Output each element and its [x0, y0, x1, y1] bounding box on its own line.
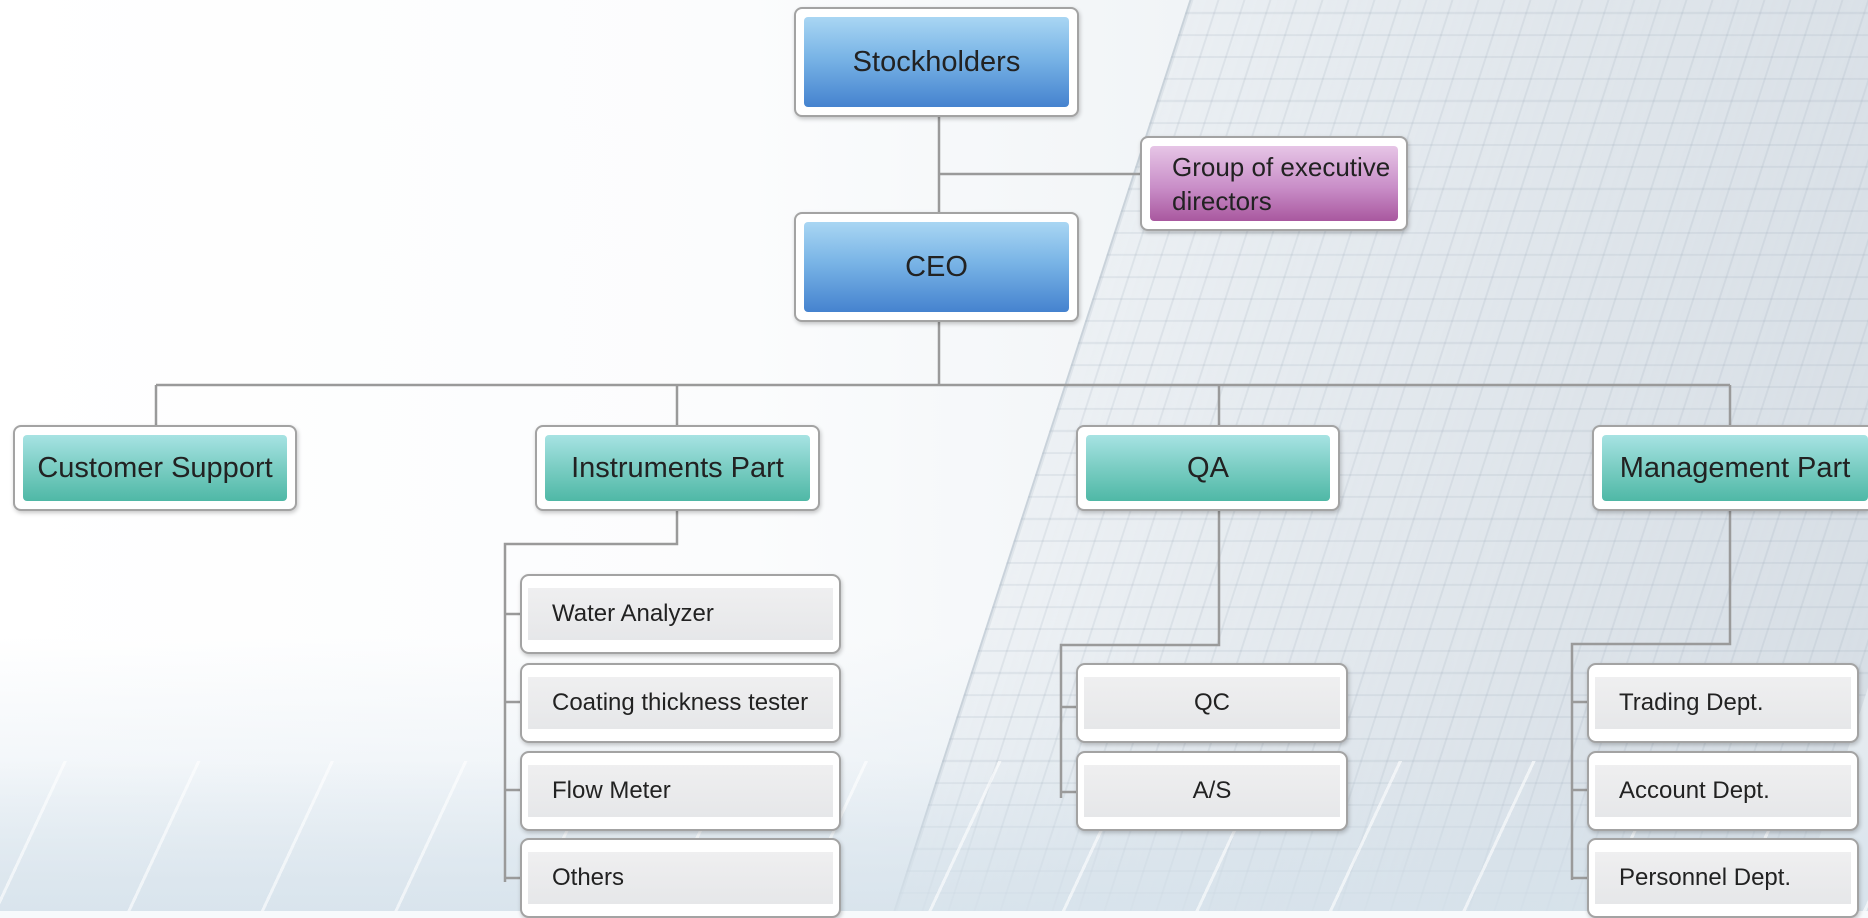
unit-flow-meter: Flow Meter	[520, 751, 841, 831]
ceo-node: CEO	[794, 212, 1079, 322]
unit-label: QC	[1084, 677, 1340, 729]
unit-label: A/S	[1084, 765, 1340, 817]
department-instruments-part: Instruments Part	[535, 425, 820, 511]
department-customer-support: Customer Support	[13, 425, 297, 511]
unit-label: Others	[528, 852, 833, 904]
unit-others: Others	[520, 838, 841, 918]
department-management-part: Management Part	[1592, 425, 1868, 511]
unit-label: Account Dept.	[1595, 765, 1851, 817]
executive-directors-node: Group of executive directors	[1140, 136, 1408, 231]
stockholders-label: Stockholders	[804, 17, 1069, 107]
unit-label: Water Analyzer	[528, 588, 833, 640]
unit-personnel-dept: Personnel Dept.	[1587, 838, 1859, 918]
department-label: QA	[1086, 435, 1330, 501]
line-qa-units	[1059, 510, 1221, 798]
ceo-label: CEO	[804, 222, 1069, 312]
unit-label: Coating thickness tester	[528, 677, 833, 729]
line-management-units	[1570, 510, 1732, 880]
unit-label: Flow Meter	[528, 765, 833, 817]
unit-label: Trading Dept.	[1595, 677, 1851, 729]
unit-account-dept: Account Dept.	[1587, 751, 1859, 831]
department-label: Customer Support	[23, 435, 287, 501]
unit-qc: QC	[1076, 663, 1348, 743]
department-label: Management Part	[1602, 435, 1868, 501]
unit-label: Personnel Dept.	[1595, 852, 1851, 904]
unit-as: A/S	[1076, 751, 1348, 831]
stockholders-node: Stockholders	[794, 7, 1079, 117]
unit-trading-dept: Trading Dept.	[1587, 663, 1859, 743]
department-label: Instruments Part	[545, 435, 810, 501]
line-instruments-units	[503, 510, 679, 882]
unit-water-analyzer: Water Analyzer	[520, 574, 841, 654]
floor-grid	[0, 761, 1868, 911]
department-qa: QA	[1076, 425, 1340, 511]
unit-coating-thickness-tester: Coating thickness tester	[520, 663, 841, 743]
executive-directors-label: Group of executive directors	[1150, 146, 1398, 221]
